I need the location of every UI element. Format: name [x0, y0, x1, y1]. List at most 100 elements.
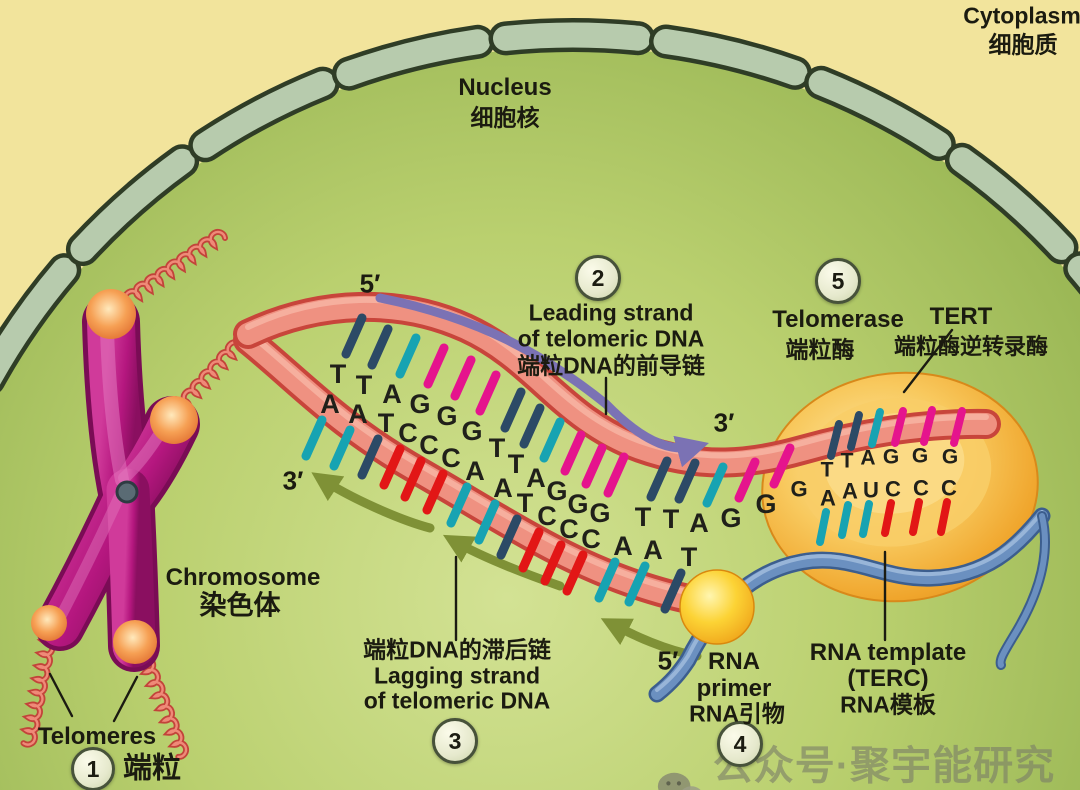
base-pair-stick: [581, 443, 607, 489]
leading-strand-label-en2: of telomeric DNA: [517, 325, 705, 352]
cytoplasm-label-zh: 细胞质: [988, 31, 1058, 58]
nucleotide-letter: G: [720, 503, 741, 533]
base-pair-stick: [367, 324, 393, 370]
membrane-segment: [493, 22, 651, 51]
step-circle-2: 2: [575, 255, 621, 301]
cytoplasm-label-en: Cytoplasm: [963, 2, 1080, 29]
watermark: 公众号·聚宇能研究院: [655, 733, 1080, 790]
base-pair-stick: [674, 458, 700, 504]
base-pair-stick: [540, 540, 566, 586]
nucleotide-letter: T: [489, 433, 506, 463]
base-pair-stick: [937, 498, 951, 536]
base-pair-stick: [950, 407, 966, 447]
leading-strand-arrow: [375, 293, 709, 468]
base-pair-stick: [816, 508, 830, 546]
wechat-icon: [657, 772, 701, 790]
membrane-segment: [949, 147, 1074, 260]
nucleotide-letter: G: [755, 489, 776, 519]
telomerase-label-en: Telomerase: [772, 306, 904, 333]
tert-label-en: TERT: [929, 303, 993, 330]
nucleus-label-zh: 细胞核: [470, 104, 540, 131]
rna-primer-label-3: RNA引物: [689, 700, 785, 727]
leading-strand-label-zh: 端粒DNA的前导链: [517, 352, 705, 379]
centromere: [115, 480, 139, 504]
base-pair-stick: [624, 561, 650, 607]
nucleotide-letter: C: [537, 501, 557, 531]
base-pair-stick: [859, 500, 873, 538]
base-pair-stick: [909, 498, 923, 536]
base-pair-stick: [827, 420, 843, 460]
nucleotide-letter: G: [409, 389, 430, 419]
nucleotide-letter: A: [842, 479, 858, 504]
base-pair-stick: [329, 425, 355, 471]
leading-strand-label-en1: Leading strand: [528, 299, 694, 326]
step-circle-3: 3: [432, 718, 478, 764]
nucleotide-letter: C: [913, 476, 929, 501]
step-circle-1: 1: [71, 747, 115, 790]
nucleotide-letter: A: [643, 535, 663, 565]
telomere-cap: [86, 289, 136, 339]
chromosome-figure: [31, 289, 200, 672]
base-pair-stick: [847, 411, 863, 451]
nucleotide-letter: T: [517, 488, 534, 518]
base-pair-stick: [891, 407, 907, 447]
rna-primer-ball: [679, 569, 755, 645]
membrane-segment: [192, 71, 336, 158]
membrane-segment: [70, 148, 195, 262]
dna-lagging-band: [233, 325, 720, 617]
nucleus-label-en: Nucleus: [458, 74, 552, 101]
base-pair-stick: [769, 443, 795, 489]
nucleotide-letter: G: [790, 477, 807, 502]
nucleotide-letter: A: [493, 473, 513, 503]
telomeres-label-zh: 端粒: [122, 752, 182, 785]
nucleotide-letter: C: [441, 443, 461, 473]
watermark-text: 公众号·聚宇能研究院: [712, 744, 1056, 788]
base-pair-stick: [379, 444, 405, 490]
membrane-segment: [336, 29, 491, 87]
nucleotide-letter: T: [681, 542, 698, 572]
rna-template-label-3: RNA模板: [840, 691, 936, 718]
nucleotide-letter: A: [382, 379, 402, 409]
step-circle-5: 5: [815, 258, 861, 304]
lagging-strand-label-en2: of telomeric DNA: [363, 687, 551, 714]
five-prime-mark-top: 5′: [359, 268, 381, 299]
tert-label-zh: 端粒酶逆转录酶: [893, 334, 1049, 359]
base-pair-stick: [519, 403, 545, 449]
base-pair-stick: [450, 355, 476, 401]
base-pair-stick: [400, 456, 426, 502]
nucleotide-letter: T: [821, 459, 834, 482]
nucleotide-letter: T: [508, 449, 525, 479]
base-pair-stick: [475, 370, 501, 416]
three-prime-mark-right: 3′: [713, 407, 735, 438]
rna-template-label-1: RNA template: [809, 639, 967, 666]
base-pair-stick: [594, 557, 620, 603]
nucleotide-letter: G: [461, 416, 482, 446]
base-pair-stick: [395, 333, 421, 379]
base-pair-stick: [422, 469, 448, 515]
nucleotide-letter: U: [863, 478, 879, 503]
base-pair-stick: [518, 527, 544, 573]
telomerase-label-zh: 端粒酶: [785, 336, 855, 363]
nucleotide-letter: T: [663, 504, 680, 534]
rna-template-ribbon: [648, 507, 1051, 703]
five-prime-mark-bottom: 5′: [657, 645, 679, 676]
base-pair-stick: [474, 499, 500, 545]
nucleotide-letter: C: [941, 476, 957, 501]
nucleotide-letter: G: [436, 401, 457, 431]
base-pair-stick: [838, 501, 852, 539]
membrane-segment: [808, 70, 952, 157]
nucleotide-letter: G: [912, 445, 928, 468]
telomere-cap: [113, 620, 157, 664]
nucleotide-letter: G: [546, 476, 567, 506]
membrane-segment: [0, 257, 77, 385]
chromosome-label-en: Chromosome: [165, 564, 321, 591]
rna-primer-label-2: primer: [696, 675, 772, 702]
rna-primer-label-1: RNA: [708, 648, 760, 675]
base-pair-stick: [646, 456, 672, 502]
nucleotide-letter: A: [820, 486, 836, 511]
base-pair-stick: [423, 343, 449, 389]
base-pair-stick: [734, 457, 760, 503]
base-pair-stick: [702, 462, 728, 508]
nucleotide-letter: G: [883, 446, 899, 469]
